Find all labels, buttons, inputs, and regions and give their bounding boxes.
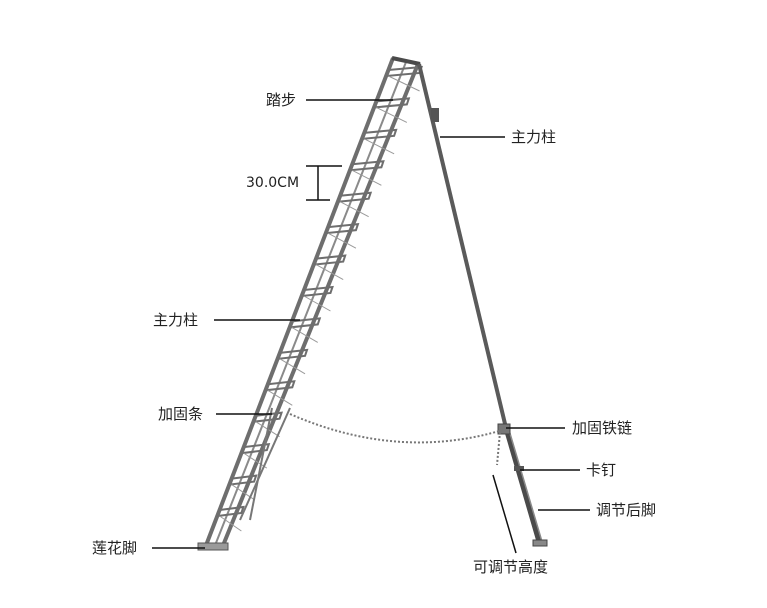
- leader-adjustable-height: [492, 474, 517, 554]
- left-inner-rail: [213, 61, 407, 549]
- step-brace: [376, 106, 408, 123]
- ladder-step: [264, 380, 296, 392]
- step-brace: [291, 326, 319, 343]
- ladder-step: [324, 222, 360, 235]
- rear-foot: [532, 539, 548, 547]
- step-brace: [219, 515, 242, 532]
- step-brace: [243, 452, 268, 469]
- post-clamp: [431, 108, 439, 122]
- ladder-step: [228, 474, 258, 486]
- label-main-post-left: 主力柱: [153, 311, 199, 329]
- label-step-height: 30.0CM: [246, 175, 300, 191]
- adjustable-rear-leg-tube: [503, 427, 543, 546]
- label-main-post-right: 主力柱: [511, 128, 557, 146]
- ladder-step: [240, 442, 271, 455]
- label-adjustable-height: 可调节高度: [473, 558, 549, 576]
- label-adjustable-rear-leg: 调节后脚: [596, 501, 657, 519]
- step-brace: [388, 75, 420, 92]
- adjustable-rear-leg-inner: [508, 429, 544, 546]
- hanging-chain: [496, 431, 501, 466]
- ladder-step: [312, 254, 347, 266]
- left-rear-rail: [220, 63, 420, 549]
- step-brace: [315, 264, 344, 281]
- ladder-step: [360, 128, 398, 140]
- label-reinforcing-bar: 加固条: [158, 405, 204, 423]
- reinforcing-bar-2: [239, 407, 291, 521]
- label-lotus-foot: 莲花脚: [92, 539, 138, 557]
- label-reinforcing-chain: 加固铁链: [572, 419, 633, 437]
- steps-group: [216, 65, 424, 532]
- left-front-rail: [203, 57, 395, 549]
- ladder-step: [276, 348, 309, 361]
- step-brace: [279, 358, 306, 375]
- reinforcing-chain: [289, 413, 507, 444]
- step-brace: [364, 138, 395, 155]
- ladder-step: [300, 285, 334, 298]
- step-brace: [267, 389, 293, 406]
- ladder-step: [372, 97, 411, 109]
- chain-anchor: [497, 423, 511, 435]
- ladder-step: [348, 160, 385, 172]
- step-brace: [327, 232, 357, 249]
- label-step: 踏步: [266, 91, 297, 109]
- step-brace: [339, 201, 369, 218]
- ladder-step: [216, 505, 245, 518]
- right-main-post: [417, 63, 508, 429]
- ladder-step: [336, 191, 373, 203]
- step-brace: [303, 295, 331, 312]
- clip-pin: [514, 466, 524, 471]
- ladder-step: [252, 411, 284, 423]
- ladder-step: [288, 317, 322, 329]
- label-clip-pin: 卡钉: [586, 461, 617, 479]
- top-cap: [391, 56, 421, 66]
- step-brace: [351, 169, 382, 186]
- reinforcing-bar-1: [249, 407, 273, 521]
- lotus-foot-base: [197, 542, 229, 551]
